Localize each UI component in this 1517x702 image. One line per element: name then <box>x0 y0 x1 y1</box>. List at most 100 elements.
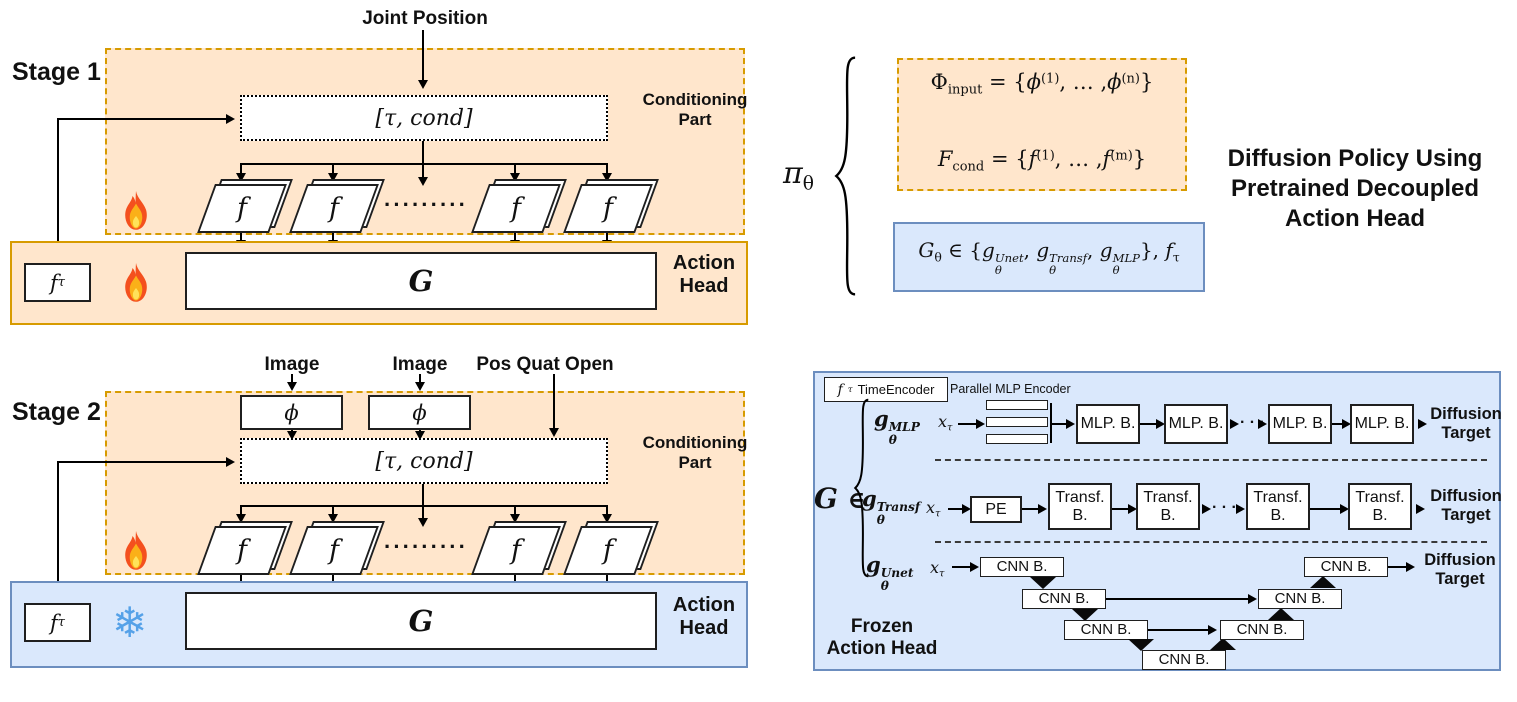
G-sub: θ <box>934 248 942 264</box>
arrowhead-right <box>1230 419 1239 429</box>
arrowhead-down <box>287 431 297 440</box>
cnn-block-enc-1: CNN B. <box>980 557 1064 577</box>
stage2-f-block-2: f <box>288 521 385 575</box>
arrowhead-right <box>1066 419 1075 429</box>
image-label-1: Image <box>264 354 320 375</box>
joint-position-label: Joint Position <box>362 8 488 29</box>
g-symbol: g <box>1036 237 1050 262</box>
G-symbol: G <box>408 264 434 298</box>
connector <box>240 505 242 514</box>
connector <box>332 505 334 514</box>
f-tau-symbol: f <box>837 381 843 398</box>
equals: = { <box>982 70 1027 94</box>
connector <box>1112 508 1128 510</box>
f-element: f <box>1102 147 1111 172</box>
connector <box>606 505 608 514</box>
element-of: ∈ { <box>941 237 983 262</box>
g-symbol: g <box>866 552 881 577</box>
arrowhead-right <box>1416 504 1425 514</box>
connector <box>948 508 962 510</box>
sup-unet: Unet <box>880 566 914 581</box>
f-cond-lhs: F <box>937 147 953 172</box>
f-encoder-label: f <box>511 535 521 566</box>
stage2-action-head-label: Action Head <box>672 594 736 639</box>
connector <box>241 505 608 507</box>
f-encoder-label: f <box>237 193 247 224</box>
connector <box>241 163 608 165</box>
connector <box>332 575 334 582</box>
x-tau-label: xτ <box>938 412 953 433</box>
sub-theta: θ <box>876 512 885 527</box>
connector <box>240 163 242 173</box>
connector <box>419 374 421 382</box>
arrowhead-right <box>1258 419 1267 429</box>
f-encoder-label: f <box>237 535 247 566</box>
comma: , <box>1023 237 1037 262</box>
sup-mlp: MLP <box>1112 250 1140 265</box>
sup-mlp: MLP <box>888 420 920 435</box>
f-encoder-label: f <box>329 193 339 224</box>
arrowhead-down <box>510 173 520 182</box>
f-tau-sub: τ <box>1172 248 1180 264</box>
sub-theta: θ <box>1049 262 1057 277</box>
skip-connection <box>1106 598 1248 600</box>
phi-symbol: ϕ <box>412 400 427 425</box>
connector <box>57 118 59 263</box>
sub-theta: θ <box>1112 262 1120 277</box>
phi-input-sub: input <box>947 82 983 98</box>
arrowhead-right <box>976 419 985 429</box>
stage2-tau-cond-box: [τ, cond] <box>240 438 608 484</box>
arrowhead-down <box>549 428 559 437</box>
mlp-encoder-bar <box>986 434 1048 444</box>
diffusion-target-label-3: Diffusion Target <box>1424 551 1496 588</box>
f-tau-sub: τ <box>57 275 65 290</box>
connector <box>240 575 242 582</box>
arrowhead-right <box>1406 562 1415 572</box>
arrowhead-right <box>226 457 235 467</box>
connector <box>514 505 516 514</box>
arrowhead-down <box>328 514 338 523</box>
arrowhead-right <box>1128 504 1137 514</box>
arrowhead-right <box>1202 504 1211 514</box>
row-divider <box>935 541 1487 543</box>
cnn-block-enc-2: CNN B. <box>1022 589 1106 609</box>
phi-element: ϕ <box>1026 70 1041 94</box>
f-tau-symbol: f <box>1165 237 1173 262</box>
title-line-1: Diffusion Policy Using <box>1227 145 1483 172</box>
figure-title: Diffusion Policy Using Pretrained Decoup… <box>1200 144 1510 234</box>
connector <box>422 484 424 505</box>
connector <box>422 30 424 80</box>
G-symbol: G <box>814 482 838 515</box>
stage2-f-block-1: f <box>196 521 293 575</box>
arrowhead-down <box>415 431 425 440</box>
transf-block-2: Transf.B. <box>1136 483 1200 530</box>
connector <box>1022 508 1038 510</box>
sub-theta: θ <box>994 262 1002 277</box>
equals: = { <box>984 147 1029 172</box>
transf-block-4: Transf.B. <box>1348 483 1412 530</box>
f-tau-symbol: f <box>50 610 58 635</box>
pi-symbol: π <box>783 156 803 191</box>
f-encoder-label: f <box>329 535 339 566</box>
arrowhead-down <box>510 514 520 523</box>
downsample-icon <box>1128 639 1154 651</box>
stage2-f-block-4: f <box>562 521 659 575</box>
time-encoder-label: TimeEncoder <box>857 382 935 397</box>
arrowhead-right <box>226 114 235 124</box>
connector <box>553 374 555 428</box>
connector <box>57 461 226 463</box>
g-symbol: g <box>862 486 877 511</box>
arrowhead-down <box>236 173 246 182</box>
arrowhead-down <box>287 382 297 391</box>
sup-transf: Transf <box>1049 250 1088 265</box>
arrowhead-right <box>1038 504 1047 514</box>
sub-tau: τ <box>935 508 941 520</box>
sup-n: (n) <box>1121 71 1140 87</box>
phi-element: ϕ <box>1107 70 1122 94</box>
x-tau-label: xτ <box>930 558 945 579</box>
connector <box>514 233 516 241</box>
arrowhead-right <box>1340 504 1349 514</box>
